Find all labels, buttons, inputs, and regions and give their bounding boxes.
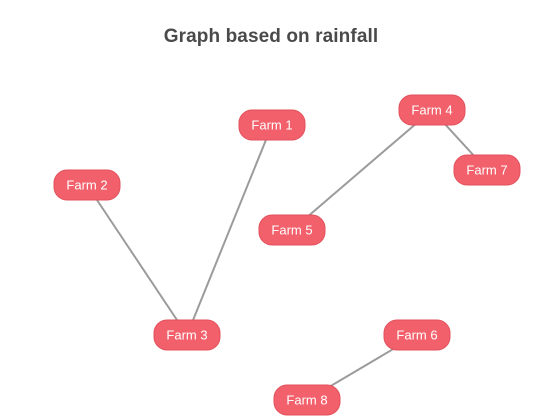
node-box[interactable] (273, 384, 341, 416)
node-box[interactable] (453, 154, 521, 186)
node-label: Farm 5 (271, 223, 312, 238)
graph-title: Graph based on rainfall (163, 26, 379, 47)
node-label: Farm 7 (466, 163, 507, 178)
node-box[interactable] (53, 169, 121, 201)
node-farm4[interactable]: Farm 4 (398, 94, 466, 126)
node-box[interactable] (258, 214, 326, 246)
node-label: Farm 6 (396, 328, 437, 343)
edge-farm2-farm3 (86, 184, 188, 336)
node-farm1[interactable]: Farm 1 (238, 109, 306, 141)
edges-layer (86, 109, 488, 401)
node-farm5[interactable]: Farm 5 (258, 214, 326, 246)
node-label: Farm 4 (411, 103, 452, 118)
node-farm3[interactable]: Farm 3 (153, 319, 221, 351)
node-farm8[interactable]: Farm 8 (273, 384, 341, 416)
node-box[interactable] (153, 319, 221, 351)
nodes-layer: Farm 1 Farm 2 Farm 3 Farm 4 Farm 5 Farm 6 Farm… (53, 94, 521, 416)
node-farm6[interactable]: Farm 6 (383, 319, 451, 351)
edge-farm4-farm5 (291, 109, 433, 231)
node-label: Farm 3 (166, 328, 207, 343)
node-box[interactable] (398, 94, 466, 126)
node-box[interactable] (383, 319, 451, 351)
edge-farm1-farm3 (186, 124, 273, 336)
node-label: Farm 1 (251, 118, 292, 133)
node-farm2[interactable]: Farm 2 (53, 169, 121, 201)
node-label: Farm 8 (286, 393, 327, 408)
node-label: Farm 2 (66, 178, 107, 193)
node-box[interactable] (238, 109, 306, 141)
node-farm7[interactable]: Farm 7 (453, 154, 521, 186)
